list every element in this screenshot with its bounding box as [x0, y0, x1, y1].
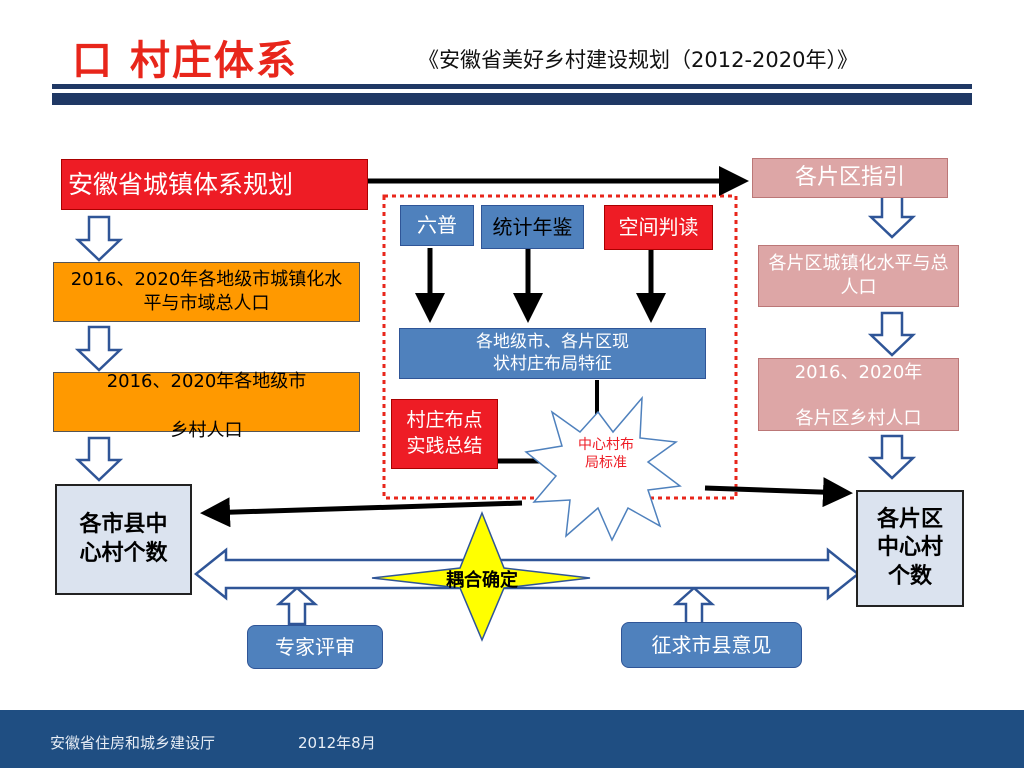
hollow-arrow-right-2: [867, 311, 917, 357]
hollow-arrow-right-1: [867, 193, 917, 239]
left-result-box: 各市县中心村个数: [55, 484, 192, 595]
right-step2-line1: 2016、2020年: [794, 362, 923, 383]
footer-org: 安徽省住房和城乡建设厅: [50, 734, 216, 752]
features-box: 各地级市、各片区现状村庄布局特征: [399, 328, 706, 379]
hollow-arrow-left-2: [74, 325, 124, 372]
page-subtitle: 《安徽省美好乡村建设规划（2012-2020年）》: [418, 48, 858, 72]
header-divider-thin: [52, 84, 972, 89]
practice-box: 村庄布点实践总结: [391, 399, 498, 469]
source-census: 六普: [400, 205, 474, 246]
footer-bar: [0, 710, 1024, 768]
right-step2-line2: 各片区乡村人口: [795, 408, 922, 429]
hollow-arrow-left-1: [74, 215, 124, 262]
expert-review-box: 专家评审: [247, 625, 383, 669]
left-step2-box: [53, 372, 360, 432]
coupling-star: [371, 510, 591, 642]
hollow-arrow-left-3: [74, 436, 124, 482]
right-step1-box: 各片区城镇化水平与总人口: [758, 245, 959, 307]
left-step2-line2: 乡村人口: [170, 420, 243, 441]
header-divider-thick: [52, 93, 972, 105]
coupling-label: 耦合确定: [446, 570, 518, 591]
right-top-box: 各片区指引: [752, 158, 948, 198]
source-spatial: 空间判读: [604, 205, 713, 250]
hollow-arrow-up-expert: [275, 586, 319, 626]
left-step1-box: 2016、2020年各地级市城镇化水平与市域总人口: [53, 262, 360, 322]
arrow-to-left-result: [200, 497, 523, 528]
left-step2-line1: 2016、2020年各地级市: [106, 371, 307, 392]
hollow-arrow-right-3: [867, 434, 917, 480]
standard-burst: [524, 395, 682, 542]
solicit-opinion-box: 征求市县意见: [621, 622, 802, 668]
right-result-box: 各片区中心村个数: [856, 490, 964, 607]
left-top-box: 安徽省城镇体系规划: [61, 159, 368, 210]
analysis-frame: [382, 194, 738, 500]
arrow-to-right-result: [704, 477, 853, 508]
source-yearbook: 统计年鉴: [481, 205, 584, 249]
right-step2-box: [758, 358, 959, 431]
page-title: 口 村庄体系: [72, 38, 298, 84]
standard-label: 中心村布局标准: [578, 437, 634, 472]
footer-date: 2012年8月: [298, 734, 376, 752]
hollow-arrow-up-opinion: [672, 586, 716, 626]
